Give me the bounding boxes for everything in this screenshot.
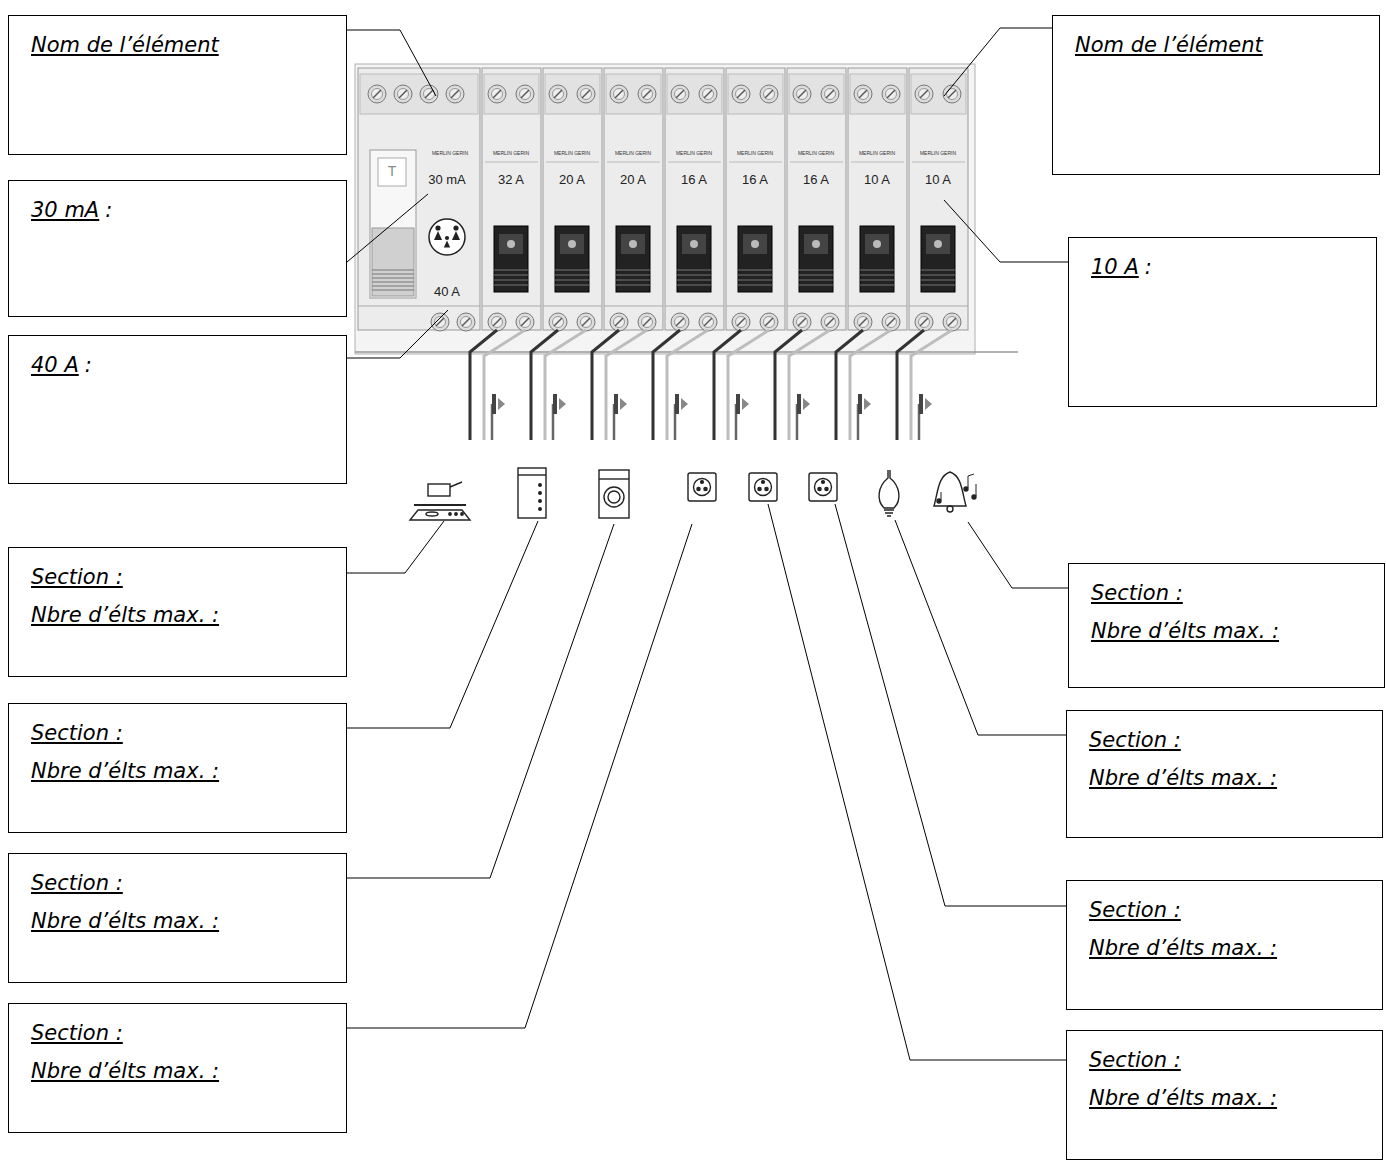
socket-icon [809,473,837,501]
leader-line [347,524,614,878]
rating-label: 16 A [654,172,734,188]
rating-label: 30 mA [407,172,487,188]
circuit-breaker [848,68,907,331]
child-protection-symbol [429,219,465,255]
circuit-wires [592,330,647,440]
circuit-wires [470,330,525,440]
callout-text: : [85,353,92,377]
leader-line [347,521,444,573]
differential-switch [358,68,480,331]
callout-text: Nom de l’élément [1075,32,1357,58]
test-button-label: T [352,163,432,180]
rating-label: MERLIN GERIN [410,150,490,156]
rating-label: MERLIN GERIN [898,150,978,156]
callout-text: Section : [1089,727,1360,753]
circuit-wires [897,330,952,440]
rating-label: MERLIN GERIN [471,150,551,156]
socket-icon [749,473,777,501]
circuit-wires [836,330,891,440]
callout-box: 10 A: [1068,237,1377,407]
circuit-breaker [726,68,785,331]
callout-text: Nbre d’élts max. : [31,1058,324,1084]
leader-line [347,521,538,728]
rating-label: MERLIN GERIN [654,150,734,156]
leader-line [347,524,692,1028]
rating-label: 20 A [532,172,612,188]
washing-machine-icon [599,470,629,518]
callout-text: Section : [1091,580,1362,606]
circuit-wires [714,330,769,440]
rating-label: 16 A [715,172,795,188]
callout-text: Section : [31,1020,324,1046]
leader-line [347,194,428,262]
callout-text: Nbre d’élts max. : [31,602,324,628]
callout-box: Section : Nbre d’élts max. : [8,853,347,983]
callout-text: Section : [1089,1047,1360,1073]
circuit-wires [775,330,830,440]
callout-box: Section : Nbre d’élts max. : [1068,563,1385,688]
circuit-breaker [482,68,541,331]
leader-line [768,504,1066,1060]
rating-label: 16 A [776,172,856,188]
bell-icon [934,472,976,512]
callout-text: Nbre d’élts max. : [31,908,324,934]
callout-text: Section : [31,564,324,590]
circuit-breaker [543,68,602,331]
callout-text: Section : [31,870,324,896]
rating-label: 32 A [471,172,551,188]
rating-label: MERLIN GERIN [532,150,612,156]
callout-box: 30 mA: [8,180,347,317]
circuit-breaker [787,68,846,331]
callout-text: 30 mA [31,198,99,222]
callout-box: Section : Nbre d’élts max. : [8,547,347,677]
callout-box: 40 A: [8,335,347,484]
callout-text: Section : [1089,897,1360,923]
callout-text: 40 A [31,353,79,377]
leader-line [944,28,1052,96]
rating-label: MERLIN GERIN [593,150,673,156]
callout-box: Section : Nbre d’élts max. : [1066,1030,1383,1160]
dishwasher-icon [518,468,546,518]
rating-label: 20 A [593,172,673,188]
rating-label: MERLIN GERIN [715,150,795,156]
callout-text: Nbre d’élts max. : [1089,1085,1360,1111]
rating-label: MERLIN GERIN [837,150,917,156]
leader-line [835,504,1066,906]
circuit-breaker [909,68,968,331]
callout-text: 10 A [1091,255,1139,279]
rating-label: 40 A [407,284,487,300]
callout-text: Nom de l’élément [31,32,324,58]
callout-text: : [105,198,112,222]
circuit-wires [531,330,586,440]
circuit-wires [653,330,708,440]
rating-label: 10 A [837,172,917,188]
leader-line [347,310,448,358]
callout-text: Nbre d’élts max. : [1091,618,1362,644]
callout-box: Nom de l’élément [1052,15,1380,175]
callout-text: : [1145,255,1152,279]
leader-line [347,30,436,96]
rating-label: MERLIN GERIN [776,150,856,156]
callout-text: Nbre d’élts max. : [1089,765,1360,791]
callout-text: Nbre d’élts max. : [31,758,324,784]
callout-box: Nom de l’élément [8,15,347,155]
callout-text: Nbre d’élts max. : [1089,935,1360,961]
leader-line [944,200,1068,262]
circuit-breaker [604,68,663,331]
leader-line [895,520,1066,735]
circuit-breaker [665,68,724,331]
callout-text: Section : [31,720,324,746]
light-bulb-icon [879,470,899,516]
callout-box: Section : Nbre d’élts max. : [8,1003,347,1133]
callout-box: Section : Nbre d’élts max. : [1066,880,1383,1010]
leader-line [968,522,1068,588]
socket-icon [688,473,716,501]
rating-label: 10 A [898,172,978,188]
callout-box: Section : Nbre d’élts max. : [8,703,347,833]
callout-box: Section : Nbre d’élts max. : [1066,710,1383,838]
cooktop-icon [410,482,470,520]
